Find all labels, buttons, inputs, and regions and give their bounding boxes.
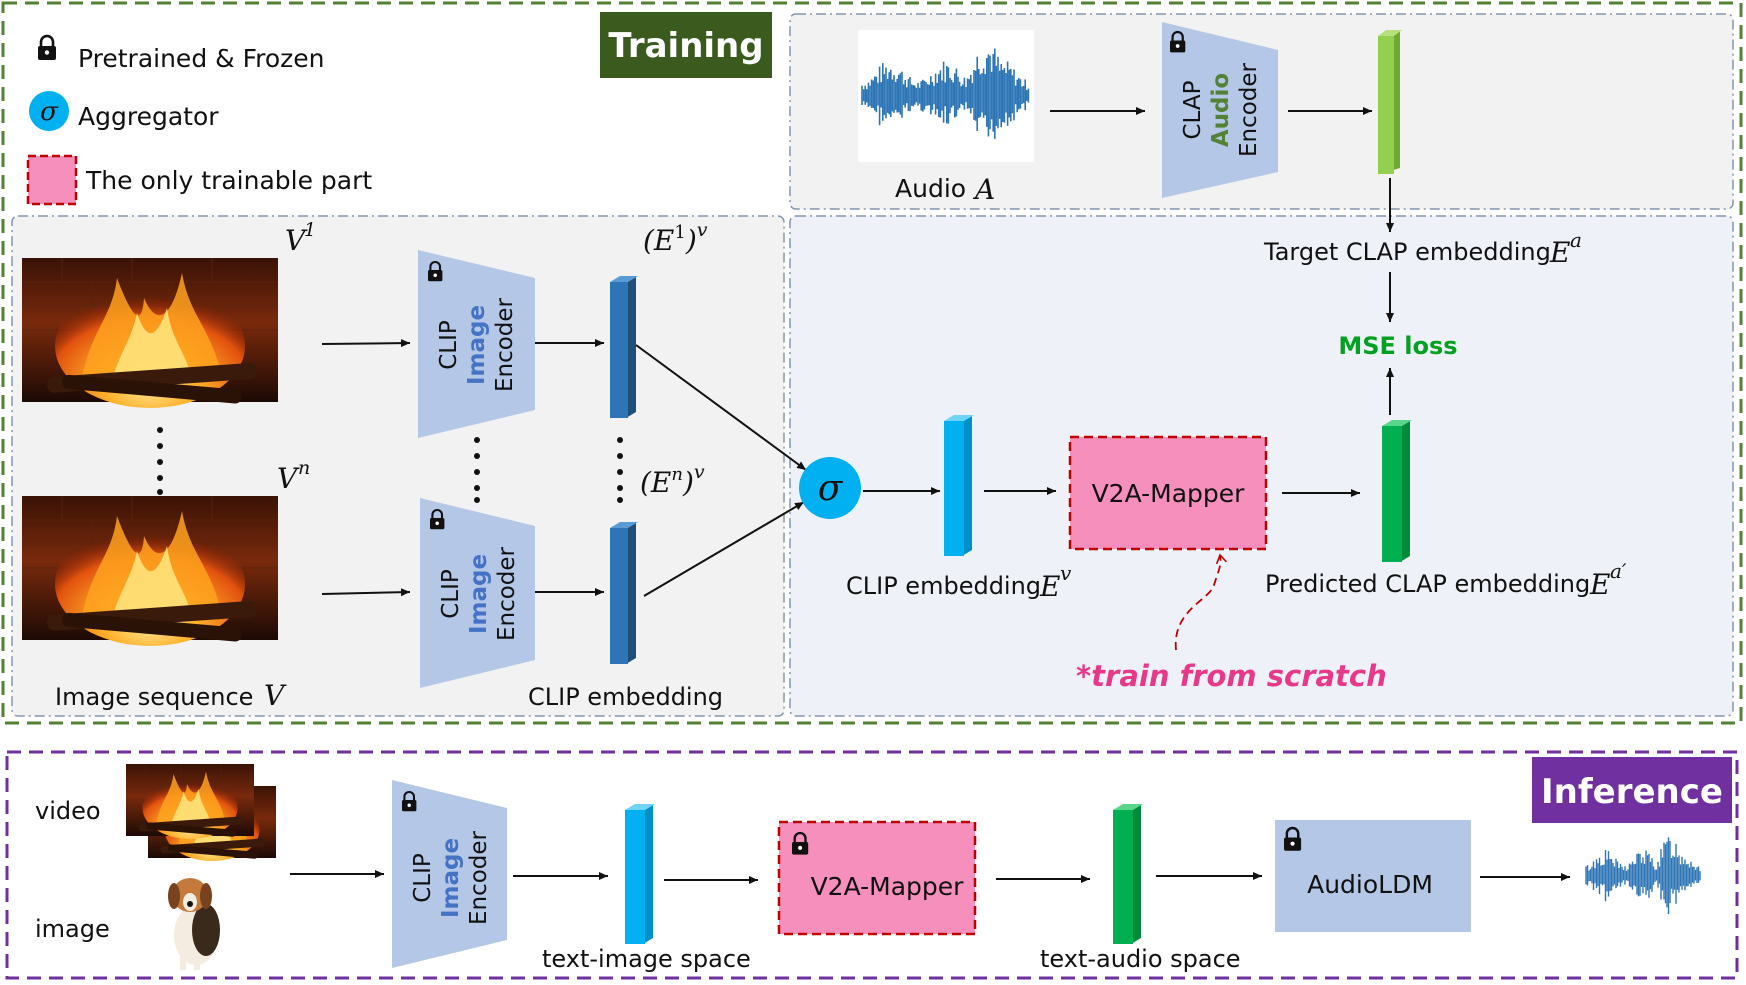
clap-audio-encoder	[1162, 22, 1278, 198]
target-clap-label: Target CLAP embedding	[1263, 238, 1551, 266]
fireplace-frame-last	[21, 495, 279, 647]
predicted-clap-symbol: E	[1589, 568, 1610, 601]
target-clap-symbol: E	[1549, 236, 1570, 269]
clip-emb-symbol: E	[1039, 570, 1060, 603]
target-clap-sup: a	[1570, 228, 1582, 252]
clip-encoder-top-line1: CLIP	[436, 320, 462, 370]
clip-image-encoder-top	[418, 250, 535, 438]
frame1-to-clip-arrow	[321, 339, 411, 348]
clap-encoder-line3: Encoder	[1236, 62, 1262, 157]
inference-title-box	[1532, 757, 1732, 823]
clip-embedding-bar-first	[610, 276, 638, 418]
clip-emb-label: CLIP embedding	[846, 572, 1041, 600]
frame-last-label: V	[277, 462, 300, 495]
frame-last-sup: n	[298, 457, 310, 479]
audioldm-label: AudioLDM	[1307, 870, 1433, 899]
clip-encoder-inference-line3: Encoder	[466, 830, 492, 925]
predicted-clap-sup: a′	[1610, 559, 1627, 583]
clip-encoder-top-line3: Encoder	[492, 297, 518, 392]
inference-border	[5, 750, 1739, 980]
frame-ellipsis	[157, 427, 163, 495]
bar-last-to-aggregator-arrow	[643, 501, 805, 597]
clap-encoder-line2: Audio	[1208, 73, 1234, 147]
v2a-mapper-training	[1068, 435, 1268, 551]
clip-embedding-bar-last	[610, 522, 638, 664]
inference-video-label: video	[35, 797, 101, 825]
aggregator-node	[799, 457, 861, 519]
clip-embedding-caption: CLIP embedding	[528, 683, 723, 711]
legend: Pretrained & Frozen σ Aggregator The onl…	[26, 34, 372, 206]
legend-aggregator-label: Aggregator	[78, 102, 219, 131]
text-audio-space-bar	[1113, 804, 1143, 944]
audio-label: Audio	[895, 174, 966, 203]
clip-image-encoder-inference	[392, 780, 507, 968]
v2a-mapper-inference-label: V2A-Mapper	[811, 872, 965, 901]
aggregator-symbol: σ	[818, 468, 844, 509]
clip-encoder-top-line2: Image	[464, 305, 490, 385]
training-title-box	[600, 12, 772, 78]
trainable-legend-icon	[26, 154, 78, 206]
training-border	[1, 1, 1743, 725]
train-from-scratch-note: *train from scratch	[1076, 659, 1387, 693]
clip-encoder-inference-line1: CLIP	[410, 853, 436, 903]
lock-icon	[36, 34, 58, 62]
framen-to-clip-arrow	[321, 588, 411, 597]
inference-title: Inference	[1541, 772, 1723, 812]
clip-encoder-inference-line2: Image	[438, 838, 464, 918]
fireplace-frame-first	[21, 257, 279, 409]
clip-embedding-aggregated-bar	[944, 415, 974, 556]
legend-frozen-label: Pretrained & Frozen	[78, 44, 325, 73]
clip-encoder-bottom-line2: Image	[466, 554, 492, 634]
emb-first-label: (E1)v	[643, 219, 708, 257]
image-sequence-symbol: V	[264, 679, 287, 712]
v2a-mapper-training-label: V2A-Mapper	[1092, 479, 1246, 508]
output-waveform-icon	[1585, 837, 1701, 915]
encoder-ellipsis	[474, 437, 480, 503]
inference-image-label: image	[35, 915, 110, 943]
predicted-clap-embedding-bar	[1382, 420, 1412, 562]
text-image-space-bar	[625, 804, 655, 944]
bar-ellipsis	[617, 437, 623, 503]
target-clap-embedding-bar	[1378, 30, 1402, 174]
audio-symbol: A	[972, 173, 995, 206]
training-title: Training	[608, 26, 763, 66]
mse-loss-label: MSE loss	[1338, 332, 1457, 360]
text-audio-space-label: text-audio space	[1040, 945, 1241, 973]
audioldm-box	[1275, 820, 1471, 932]
aggregator-legend-symbol: σ	[40, 97, 59, 127]
frame-first-sup: 1	[304, 219, 316, 241]
legend-trainable-label: The only trainable part	[85, 166, 372, 195]
audio-waveform-icon	[858, 30, 1034, 162]
clip-emb-sup: v	[1060, 561, 1072, 585]
aggregator-legend-icon	[29, 91, 69, 131]
inference-video-frames	[125, 763, 277, 862]
train-note-arrow	[1175, 553, 1228, 651]
v2a-mapper-inference	[777, 820, 977, 936]
predicted-clap-label: Predicted CLAP embedding	[1265, 570, 1590, 598]
dog-icon	[168, 878, 220, 970]
emb-last-label: (En)v	[640, 461, 705, 499]
frame-first-label: V	[285, 224, 308, 257]
bar-first-to-aggregator-arrow	[635, 344, 807, 471]
clip-encoder-bottom-line3: Encoder	[494, 546, 520, 641]
image-sequence-label: Image sequence	[55, 683, 253, 711]
clip-image-encoder-bottom	[420, 498, 535, 688]
clip-encoder-bottom-line1: CLIP	[438, 569, 464, 619]
text-image-space-label: text-image space	[542, 945, 751, 973]
clap-encoder-line1: CLAP	[1180, 80, 1206, 139]
